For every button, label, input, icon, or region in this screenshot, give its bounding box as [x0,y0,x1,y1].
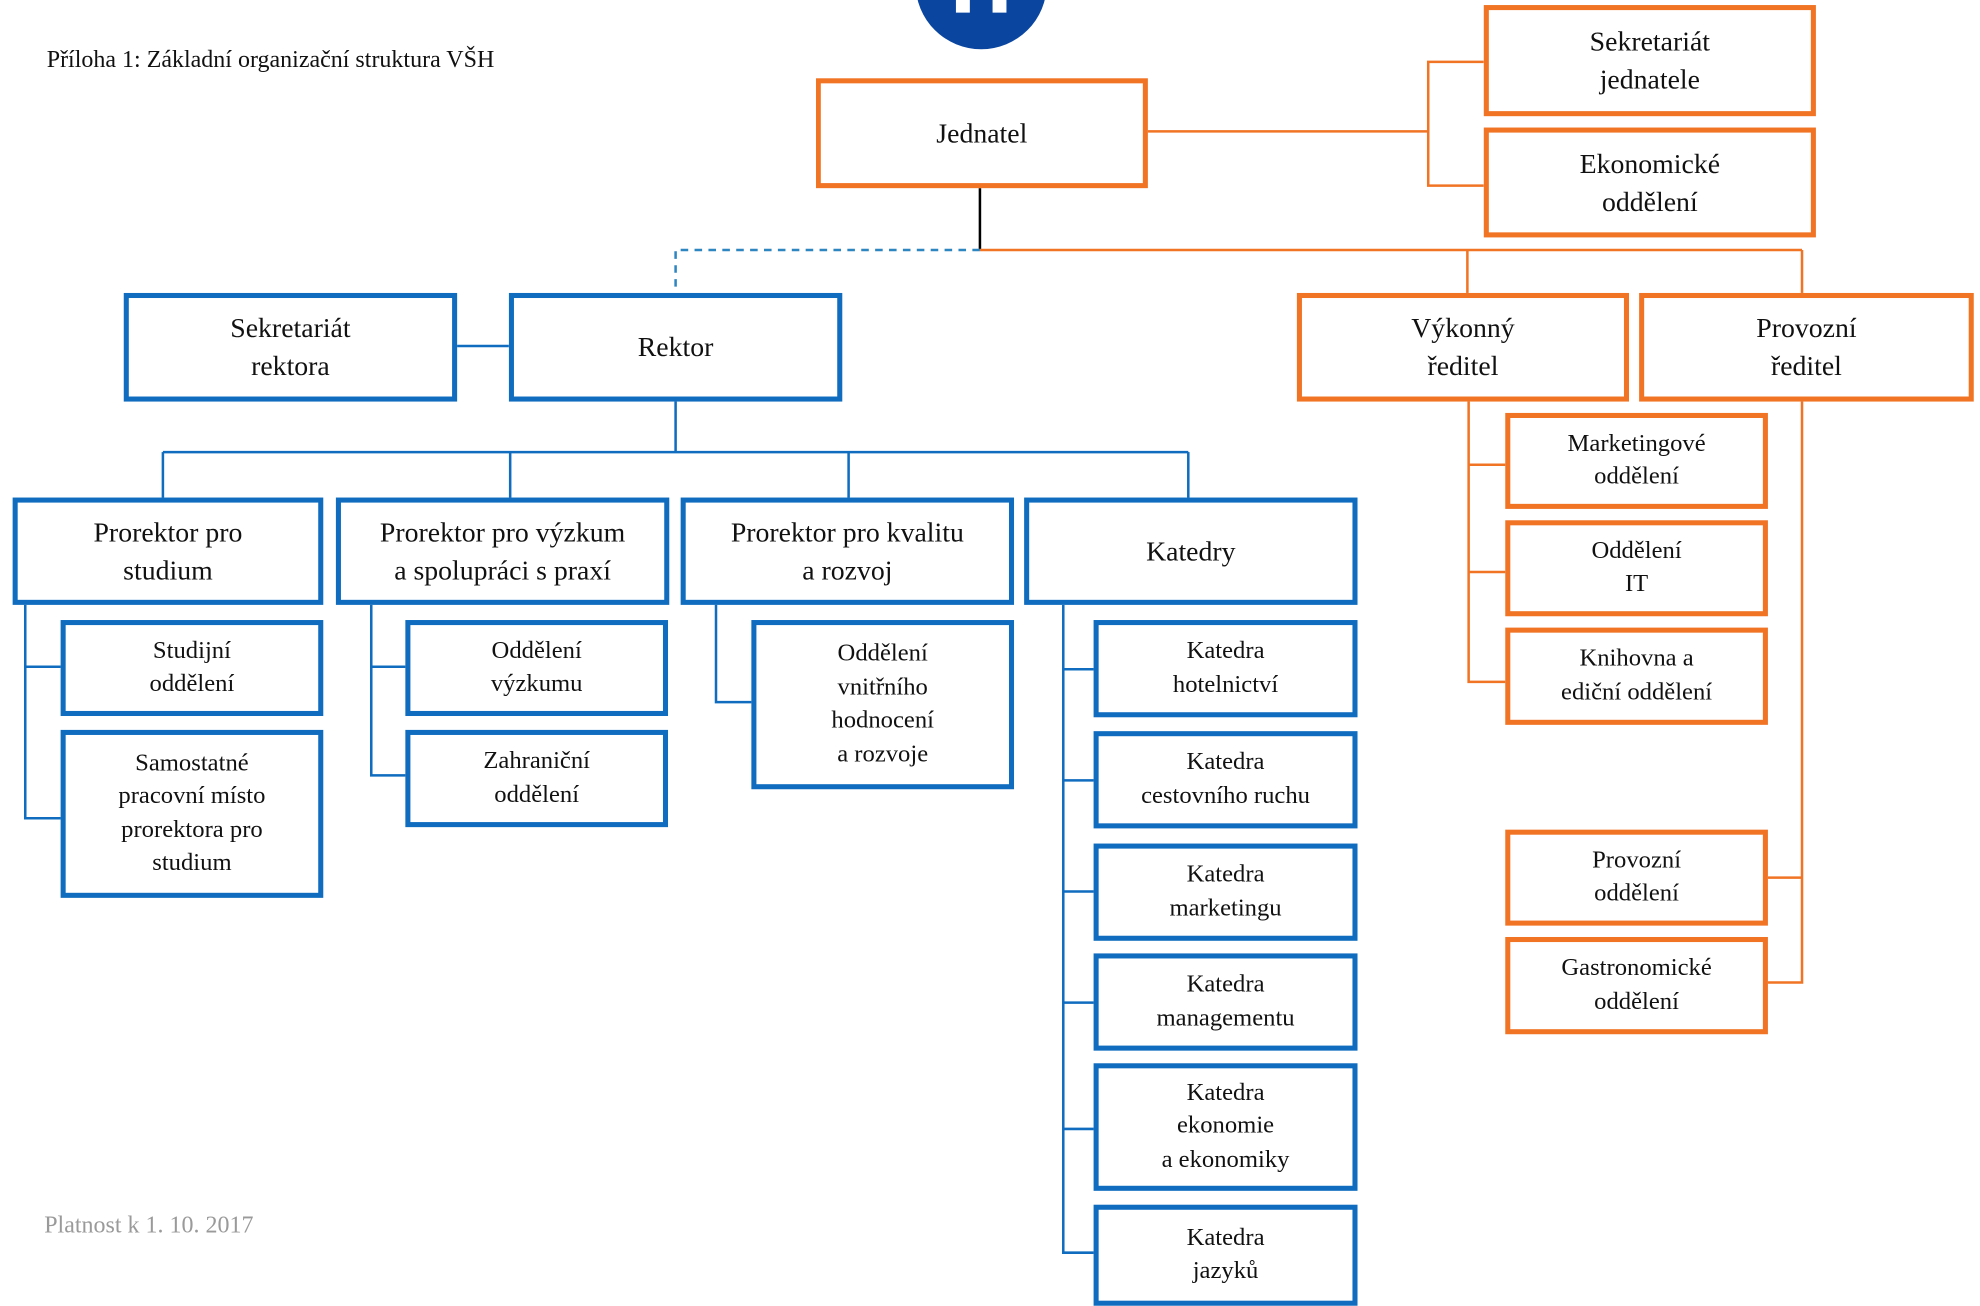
connector-kvalita-branch [714,603,753,704]
validity-date: Platnost k 1. 10. 2017 [44,1212,254,1239]
box-oddeleni-vnitrniho-hodnoceni: Oddělení vnitřního hodnocení a rozvoje [751,620,1015,790]
box-zahranicni-oddeleni: Zahraniční oddělení [405,729,669,828]
box-katedra-jazyku: Katedra jazyků [1093,1204,1358,1306]
box-katedra-managementu: Katedra managementu [1093,953,1358,1051]
box-katedry: Katedry [1024,497,1358,605]
box-sekretariat-jednatele: Sekretariát jednatele [1483,5,1816,117]
box-katedra-cestovniho-ruchu: Katedra cestovního ruchu [1093,731,1358,829]
box-samostatne-misto: Samostatné pracovní místo prorektora pro… [60,729,324,898]
connector-vyzkum-branch [370,603,407,777]
box-gastronomicke-oddeleni: Gastronomické oddělení [1505,936,1768,1035]
box-marketingove-oddeleni: Marketingové oddělení [1505,412,1768,509]
connector-staff-bracket [1426,60,1484,187]
box-sekretariat-rektora: Sekretariát rektora [123,292,458,402]
page-title: Příloha 1: Základní organizační struktur… [46,46,495,74]
box-katedra-marketingu: Katedra marketingu [1093,843,1358,941]
box-ekonomicke-oddeleni: Ekonomické oddělení [1483,127,1816,238]
school-logo [917,0,1045,50]
connector-katedry-branch [1062,603,1094,1254]
connector-jednatel-rektor-dashed [674,248,980,293]
box-prorektor-vyzkum: Prorektor pro výzkum a spolupráci s prax… [335,497,670,605]
box-katedra-ekonomie: Katedra ekonomie a ekonomiky [1093,1063,1358,1191]
box-vykonny-reditel: Výkonný ředitel [1296,292,1630,402]
box-provozni-oddeleni: Provozní oddělení [1505,829,1768,926]
box-studijni-oddeleni: Studijní oddělení [60,620,324,717]
box-prorektor-kvalita: Prorektor pro kvalitu a rozvoj [680,497,1015,605]
connector-studium-branch [23,603,64,820]
box-provozni-reditel: Provozní ředitel [1639,292,1974,402]
connector-vykonny-branch [1467,400,1507,684]
box-jednatel: Jednatel [815,78,1148,189]
box-prorektor-studium: Prorektor pro studium [12,497,324,605]
connector-provozni-branch [1766,400,1804,984]
box-katedra-hotelnictvi: Katedra hotelnictví [1093,620,1358,718]
box-knihovna: Knihovna a ediční oddělení [1505,627,1768,725]
box-oddeleni-vyzkumu: Oddělení výzkumu [405,620,669,717]
box-rektor: Rektor [508,292,843,402]
box-oddeleni-it: Oddělení IT [1505,520,1768,617]
